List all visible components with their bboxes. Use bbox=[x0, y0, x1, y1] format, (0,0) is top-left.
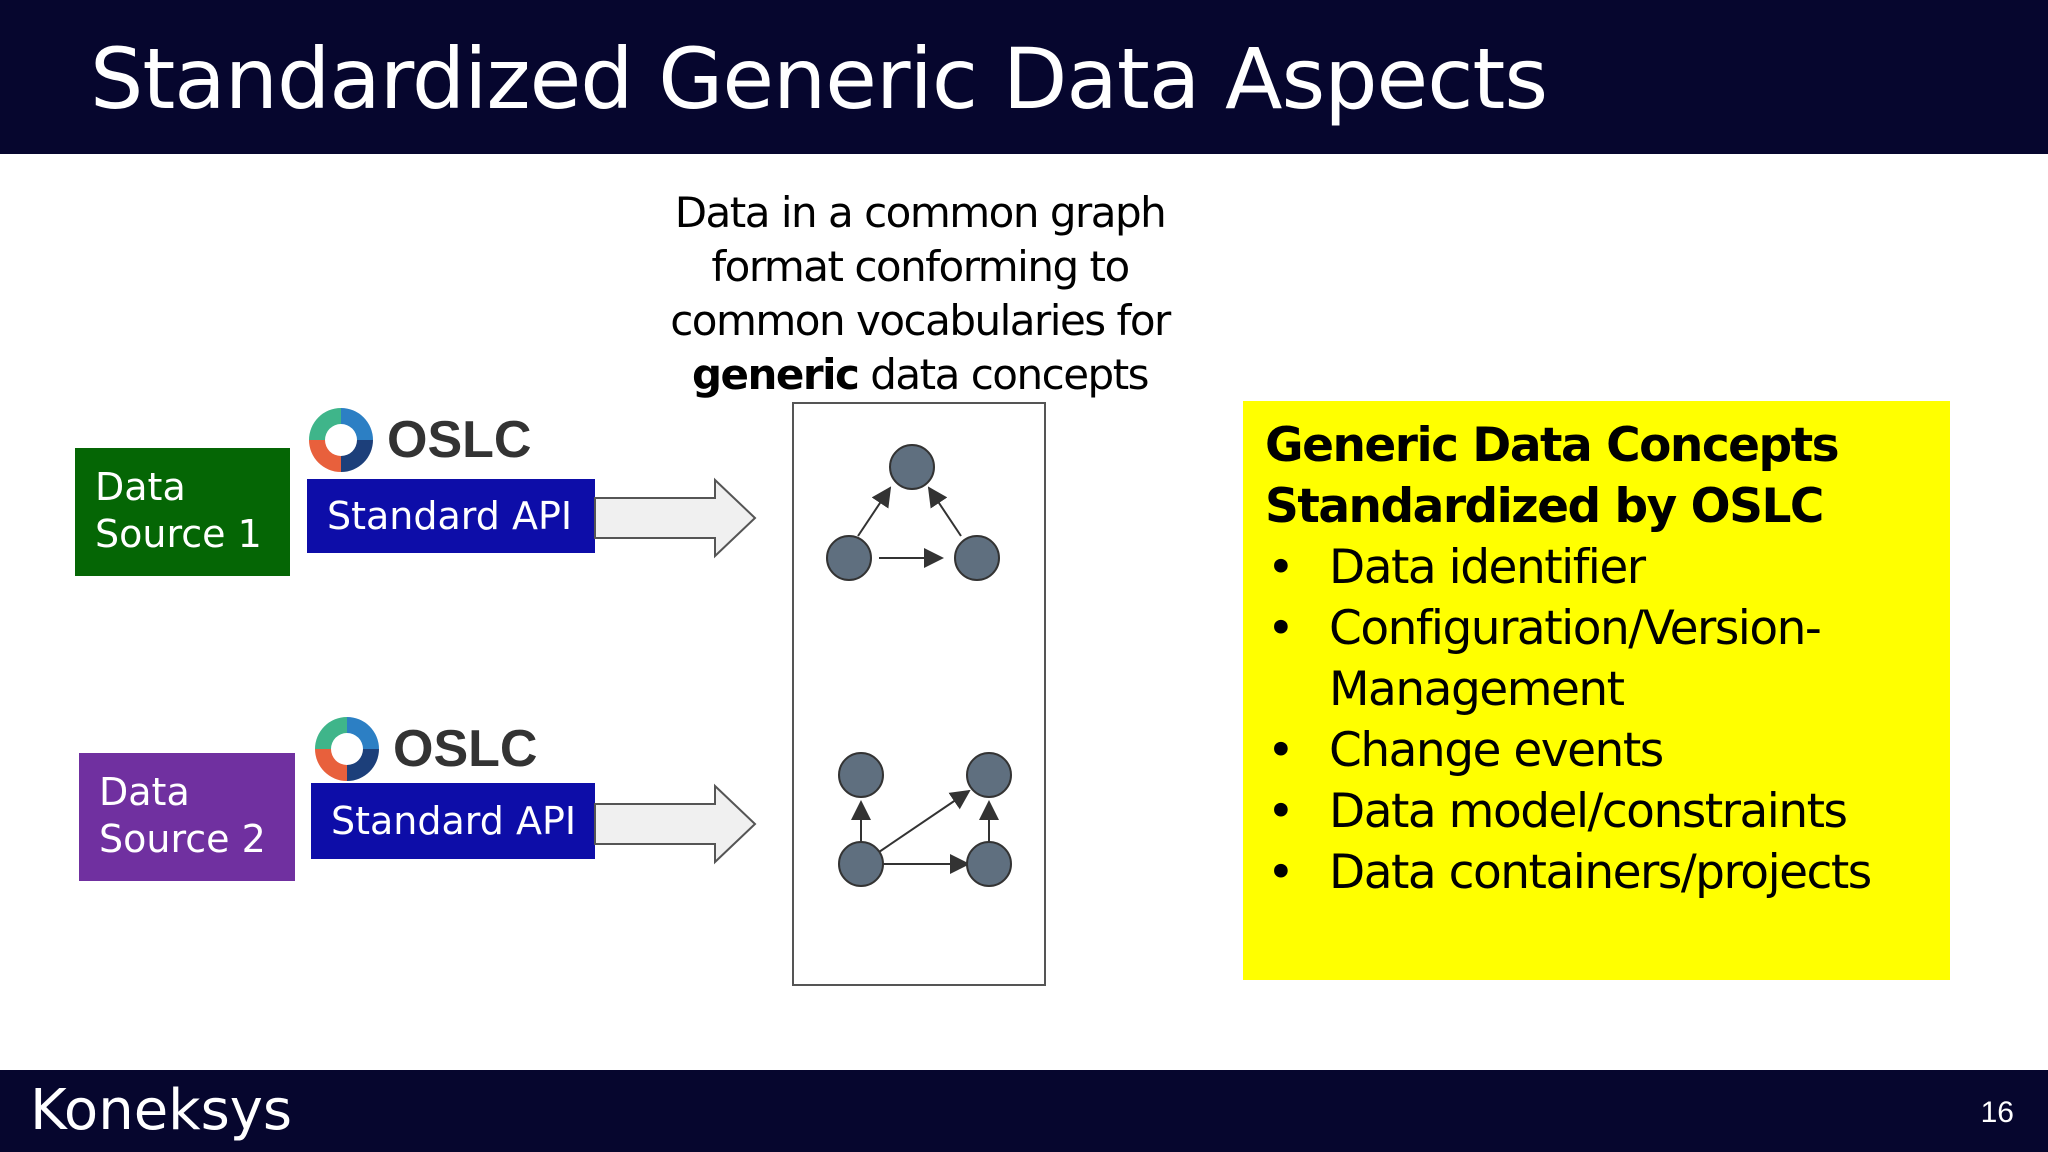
graph-node bbox=[966, 752, 1012, 798]
standard-api-label-1: Standard API bbox=[327, 494, 573, 538]
list-item-text: Data model/constraints bbox=[1329, 784, 1848, 839]
list-item: • Change events bbox=[1265, 720, 1928, 781]
brand-logo: Koneksys bbox=[30, 1078, 293, 1143]
data-source-1-line2: Source 1 bbox=[95, 512, 262, 556]
graph-node bbox=[954, 535, 1000, 581]
oslc-logo-2: OSLC bbox=[311, 713, 537, 785]
oslc-logo-text: OSLC bbox=[393, 720, 538, 778]
oslc-logo-icon bbox=[315, 717, 379, 781]
slide-title: Standardized Generic Data Aspects bbox=[90, 30, 1548, 128]
caption-line-1: Data in a common graph bbox=[674, 188, 1167, 237]
caption-bold-word: generic bbox=[691, 350, 860, 399]
list-item: • Data model/constraints bbox=[1265, 781, 1928, 842]
graph-edge bbox=[927, 486, 962, 537]
graph-node bbox=[889, 444, 935, 490]
graph-edge bbox=[878, 789, 971, 853]
graph-node bbox=[838, 752, 884, 798]
bullet-icon: • bbox=[1267, 784, 1295, 839]
graph-edge bbox=[857, 486, 892, 537]
oslc-logo-icon bbox=[309, 408, 373, 472]
bullet-icon: • bbox=[1267, 540, 1295, 595]
page-number: 16 bbox=[1980, 1096, 2014, 1129]
data-source-2-line2: Source 2 bbox=[99, 817, 266, 861]
list-item-text: Data containers/projects bbox=[1329, 845, 1872, 900]
graph-node bbox=[826, 535, 872, 581]
caption-line-4-rest: data concepts bbox=[858, 350, 1149, 399]
list-item-text: Configuration/Version- bbox=[1329, 601, 1822, 656]
data-source-2-box: Data Source 2 bbox=[79, 753, 295, 881]
list-item: • Configuration/Version- bbox=[1265, 598, 1928, 659]
footer-bar: Koneksys 16 bbox=[0, 1070, 2048, 1152]
oslc-logo-text: OSLC bbox=[387, 411, 532, 469]
standard-api-box-1: Standard API bbox=[307, 479, 595, 553]
data-source-2-line1: Data bbox=[99, 770, 190, 814]
graph-diagram bbox=[826, 444, 1012, 887]
caption-line-2: format conforming to bbox=[711, 242, 1130, 291]
header-bar: Standardized Generic Data Aspects bbox=[0, 0, 2048, 154]
caption-line-4: generic data concepts bbox=[640, 348, 1200, 402]
list-item-text: Management bbox=[1329, 662, 1625, 717]
concepts-title-line-2: Standardized by OSLC bbox=[1265, 479, 1824, 534]
bullet-icon: • bbox=[1267, 601, 1295, 656]
standard-api-label-2: Standard API bbox=[331, 799, 577, 843]
concepts-list: • Data identifier • Configuration/Version-… bbox=[1265, 537, 1928, 903]
bullet-icon: • bbox=[1267, 845, 1295, 900]
graph-node bbox=[838, 841, 884, 887]
generic-concepts-box: Generic Data Concepts Standardized by OS… bbox=[1243, 401, 1950, 980]
caption-line-3: common vocabularies for bbox=[670, 296, 1171, 345]
list-item-text: Data identifier bbox=[1329, 540, 1646, 595]
right-arrow-icon bbox=[594, 783, 757, 865]
data-source-1-box: Data Source 1 bbox=[75, 448, 290, 576]
concepts-title-line-1: Generic Data Concepts bbox=[1265, 418, 1840, 473]
right-arrow-icon bbox=[594, 477, 757, 559]
data-source-1-line1: Data bbox=[95, 465, 186, 509]
list-item-continuation: Management bbox=[1265, 659, 1928, 720]
graph-node bbox=[966, 841, 1012, 887]
oslc-logo-1: OSLC bbox=[305, 404, 531, 476]
standard-api-box-2: Standard API bbox=[311, 783, 595, 859]
bullet-icon: • bbox=[1267, 723, 1295, 778]
graph-caption: Data in a common graph format conforming… bbox=[640, 186, 1200, 402]
list-item: • Data containers/projects bbox=[1265, 842, 1928, 903]
list-item-text: Change events bbox=[1329, 723, 1664, 778]
graph-container bbox=[792, 402, 1046, 986]
list-item: • Data identifier bbox=[1265, 537, 1928, 598]
